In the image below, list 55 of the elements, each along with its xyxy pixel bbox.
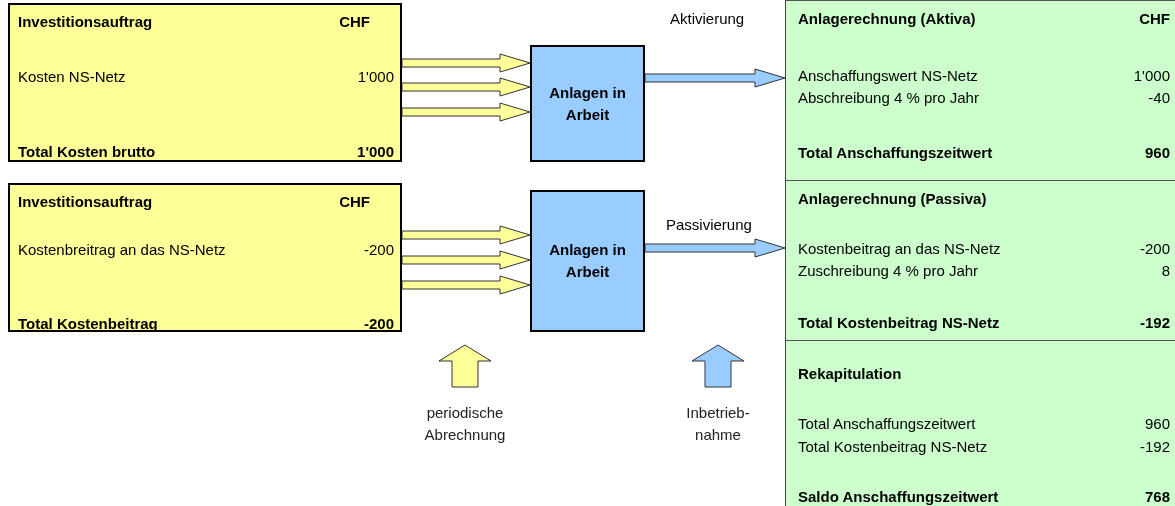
box-title: Anlagen in Arbeit: [548, 240, 627, 282]
block-arrow: [644, 68, 786, 88]
account-table: [785, 340, 1175, 506]
amount: 1'000: [357, 143, 394, 161]
amount: -200: [1139, 240, 1170, 258]
amount: CHF: [339, 13, 370, 31]
row-label: Zuschreibung 4 % pro Jahr: [798, 262, 979, 280]
amount: CHF: [339, 193, 370, 211]
row-label: Total Kostenbeitrag: [18, 315, 158, 333]
amount: -200: [363, 241, 394, 259]
amount: 768: [1144, 488, 1170, 506]
amount: 960: [1144, 415, 1170, 433]
row-label: Kostenbreitrag an das NS-Netz: [18, 241, 226, 259]
account-table: [785, 180, 1175, 340]
amount: -200: [363, 315, 394, 333]
amount: -192: [1139, 438, 1170, 456]
account-table: [785, 0, 1175, 180]
amount: 1'000: [357, 68, 394, 86]
amount: 1'000: [1133, 67, 1170, 85]
block-arrow: [401, 225, 531, 245]
row-label: Abschreibung 4 % pro Jahr: [798, 89, 979, 107]
note-text: periodische Abrechnung: [423, 403, 507, 445]
amount: -192: [1139, 314, 1170, 332]
row-label: Total Kosten brutto: [18, 143, 156, 161]
amount: CHF: [1139, 10, 1170, 28]
block-arrow: [401, 77, 531, 97]
edge-label: Passivierung: [664, 216, 754, 233]
account-table: [8, 183, 402, 332]
process-box: [530, 45, 645, 162]
row-label: Rekapitulation: [798, 365, 902, 383]
block-arrow: [401, 102, 531, 122]
row-label: Total Kostenbeitrag NS-Netz: [798, 314, 1000, 332]
block-arrow: [401, 53, 531, 73]
account-table: [8, 3, 402, 162]
row-label: Investitionsauftrag: [18, 193, 153, 211]
row-label: Anschaffungswert NS-Netz: [798, 67, 978, 85]
row-label: Investitionsauftrag: [18, 13, 153, 31]
block-arrow: [401, 275, 531, 295]
row-label: Kosten NS-Netz: [18, 68, 126, 86]
box-title: Anlagen in Arbeit: [548, 82, 627, 125]
edge-label: Aktivierung: [668, 10, 747, 27]
process-box: [530, 190, 645, 332]
row-label: Saldo Anschaffungszeitwert: [798, 488, 999, 506]
row-label: Kostenbeitrag an das NS-Netz: [798, 240, 1001, 258]
row-label: Anlagerechnung (Aktiva): [798, 10, 976, 28]
row-label: Total Anschaffungszeitwert: [798, 144, 993, 162]
amount: -40: [1148, 89, 1170, 107]
row-label: Anlagerechnung (Passiva): [798, 190, 987, 208]
block-arrow: [401, 250, 531, 270]
row-label: Total Anschaffungszeitwert: [798, 415, 976, 433]
block-arrow: [644, 238, 786, 258]
row-label: Total Kostenbeitrag NS-Netz: [798, 438, 988, 456]
amount: 960: [1144, 144, 1170, 162]
note-text: Inbetrieb- nahme: [685, 403, 751, 445]
amount: 8: [1161, 262, 1170, 280]
